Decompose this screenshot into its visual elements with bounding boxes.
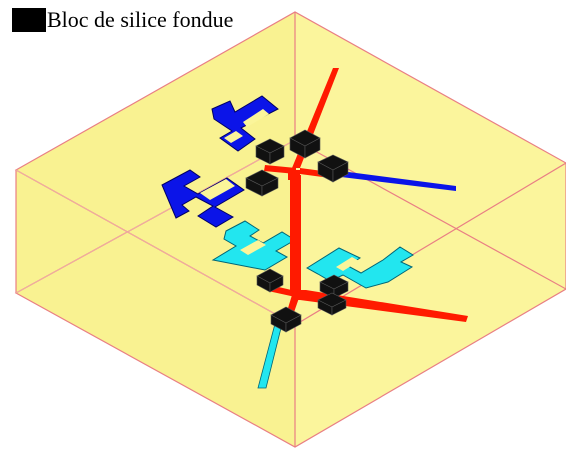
junction-blocks [245, 129, 349, 333]
legend: Bloc de silice fondue [12, 7, 233, 33]
legend-label: Bloc de silice fondue [47, 7, 234, 32]
junction-block [289, 129, 321, 159]
junction-block [256, 268, 284, 293]
junction-block [270, 306, 302, 333]
blue-meander-lower [161, 169, 245, 228]
block-midline-a [15, 139, 296, 294]
legend-swatch [12, 8, 46, 32]
junction-block [317, 154, 349, 183]
junction-block [317, 292, 347, 316]
block-right-face [295, 12, 566, 447]
junction-block [245, 169, 279, 197]
red-probe-mast [290, 175, 301, 292]
cyan-meander-left [211, 220, 296, 271]
blue-feed-line [333, 170, 456, 191]
block-midline-b [15, 169, 296, 326]
junction-block [255, 138, 285, 165]
blue-meander-upper [211, 95, 279, 152]
